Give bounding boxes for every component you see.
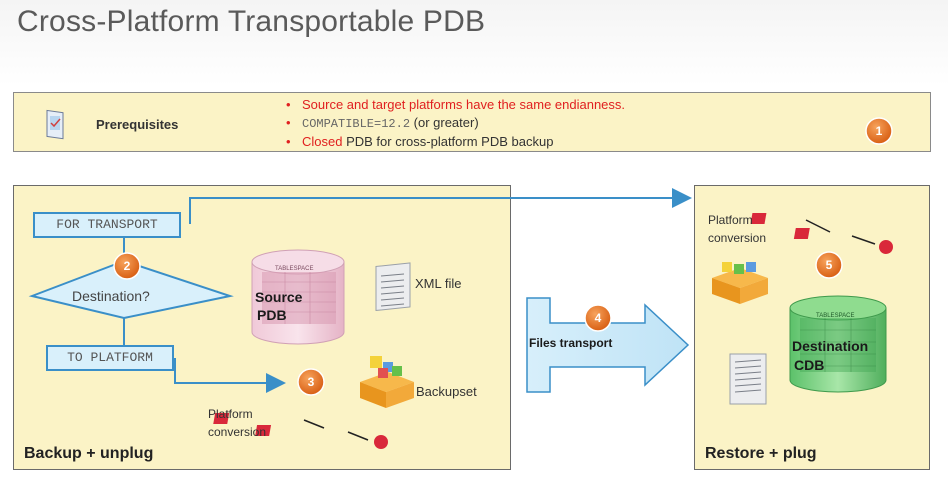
files-transport-arrow — [526, 297, 690, 393]
to-platform-box: TO PLATFORM — [46, 345, 174, 371]
prerequisite-endianness-text: Source and target platforms have the sam… — [302, 97, 626, 112]
step-1-badge — [865, 117, 893, 145]
page-title: Cross-Platform Transportable PDB — [17, 5, 486, 38]
closed-word: Closed — [302, 134, 343, 149]
right-conversion-chain — [750, 213, 893, 254]
step-2-badge — [113, 252, 141, 280]
step-4-badge — [584, 304, 612, 332]
source-pdb-cylinder: TABLESPACE — [251, 249, 345, 345]
closed-rest: PDB for cross-platform PDB backup — [342, 134, 554, 149]
right-backupset-box-icon — [712, 262, 768, 304]
step-3-number: 3 — [308, 375, 315, 389]
prerequisites-list: Source and target platforms have the sam… — [284, 96, 625, 151]
source-tablespace-label: TABLESPACE — [275, 266, 313, 272]
right-platform-label-line1: Platform — [708, 213, 753, 227]
checklist-icon — [46, 109, 64, 140]
step-5-number: 5 — [826, 258, 833, 272]
step-4-number: 4 — [595, 311, 602, 325]
destination-decision — [28, 259, 234, 320]
destination-cdb-label-line2: CDB — [794, 357, 825, 373]
for-transport-box: FOR TRANSPORT — [33, 212, 181, 238]
backupset-label: Backupset — [416, 384, 477, 399]
prerequisite-compatible: COMPATIBLE=12.2 (or greater) — [284, 114, 625, 133]
files-transport-label: Files transport — [529, 336, 613, 350]
destination-cdb-cylinder: TABLESPACE — [789, 295, 887, 393]
source-pdb-label-line1: Source — [255, 289, 303, 305]
step-2-number: 2 — [124, 259, 131, 273]
right-platform-label-line2: conversion — [708, 231, 767, 245]
compatible-code: COMPATIBLE=12.2 — [302, 117, 411, 131]
restore-plug-title: Restore + plug — [705, 445, 817, 462]
backup-unplug-title: Backup + unplug — [24, 445, 154, 462]
prerequisite-endianness: Source and target platforms have the sam… — [284, 96, 625, 114]
destination-tablespace-label: TABLESPACE — [816, 313, 854, 319]
destination-label: Destination? — [72, 288, 150, 304]
step-5-badge — [815, 251, 843, 279]
step-3-badge — [297, 368, 325, 396]
source-pdb-label-line2: PDB — [257, 307, 287, 323]
prerequisite-closed: Closed PDB for cross-platform PDB backup — [284, 133, 625, 151]
destination-cdb-label-line1: Destination — [792, 338, 869, 354]
xml-file-label: XML file — [415, 276, 462, 291]
step-1-number: 1 — [876, 124, 883, 138]
left-platform-label-line2: conversion — [208, 425, 267, 439]
prerequisites-box: Prerequisites Source and target platform… — [13, 92, 931, 152]
right-file-icon — [729, 353, 767, 405]
backupset-box-icon — [360, 356, 414, 408]
left-conversion-chain — [213, 413, 388, 449]
compatible-rest: (or greater) — [410, 115, 479, 130]
xml-file-icon — [375, 262, 411, 312]
for-transport-arrow — [189, 188, 692, 224]
to-platform-arrow — [174, 358, 286, 393]
prerequisites-label: Prerequisites — [96, 117, 179, 132]
left-platform-label-line1: Platform — [208, 407, 253, 421]
